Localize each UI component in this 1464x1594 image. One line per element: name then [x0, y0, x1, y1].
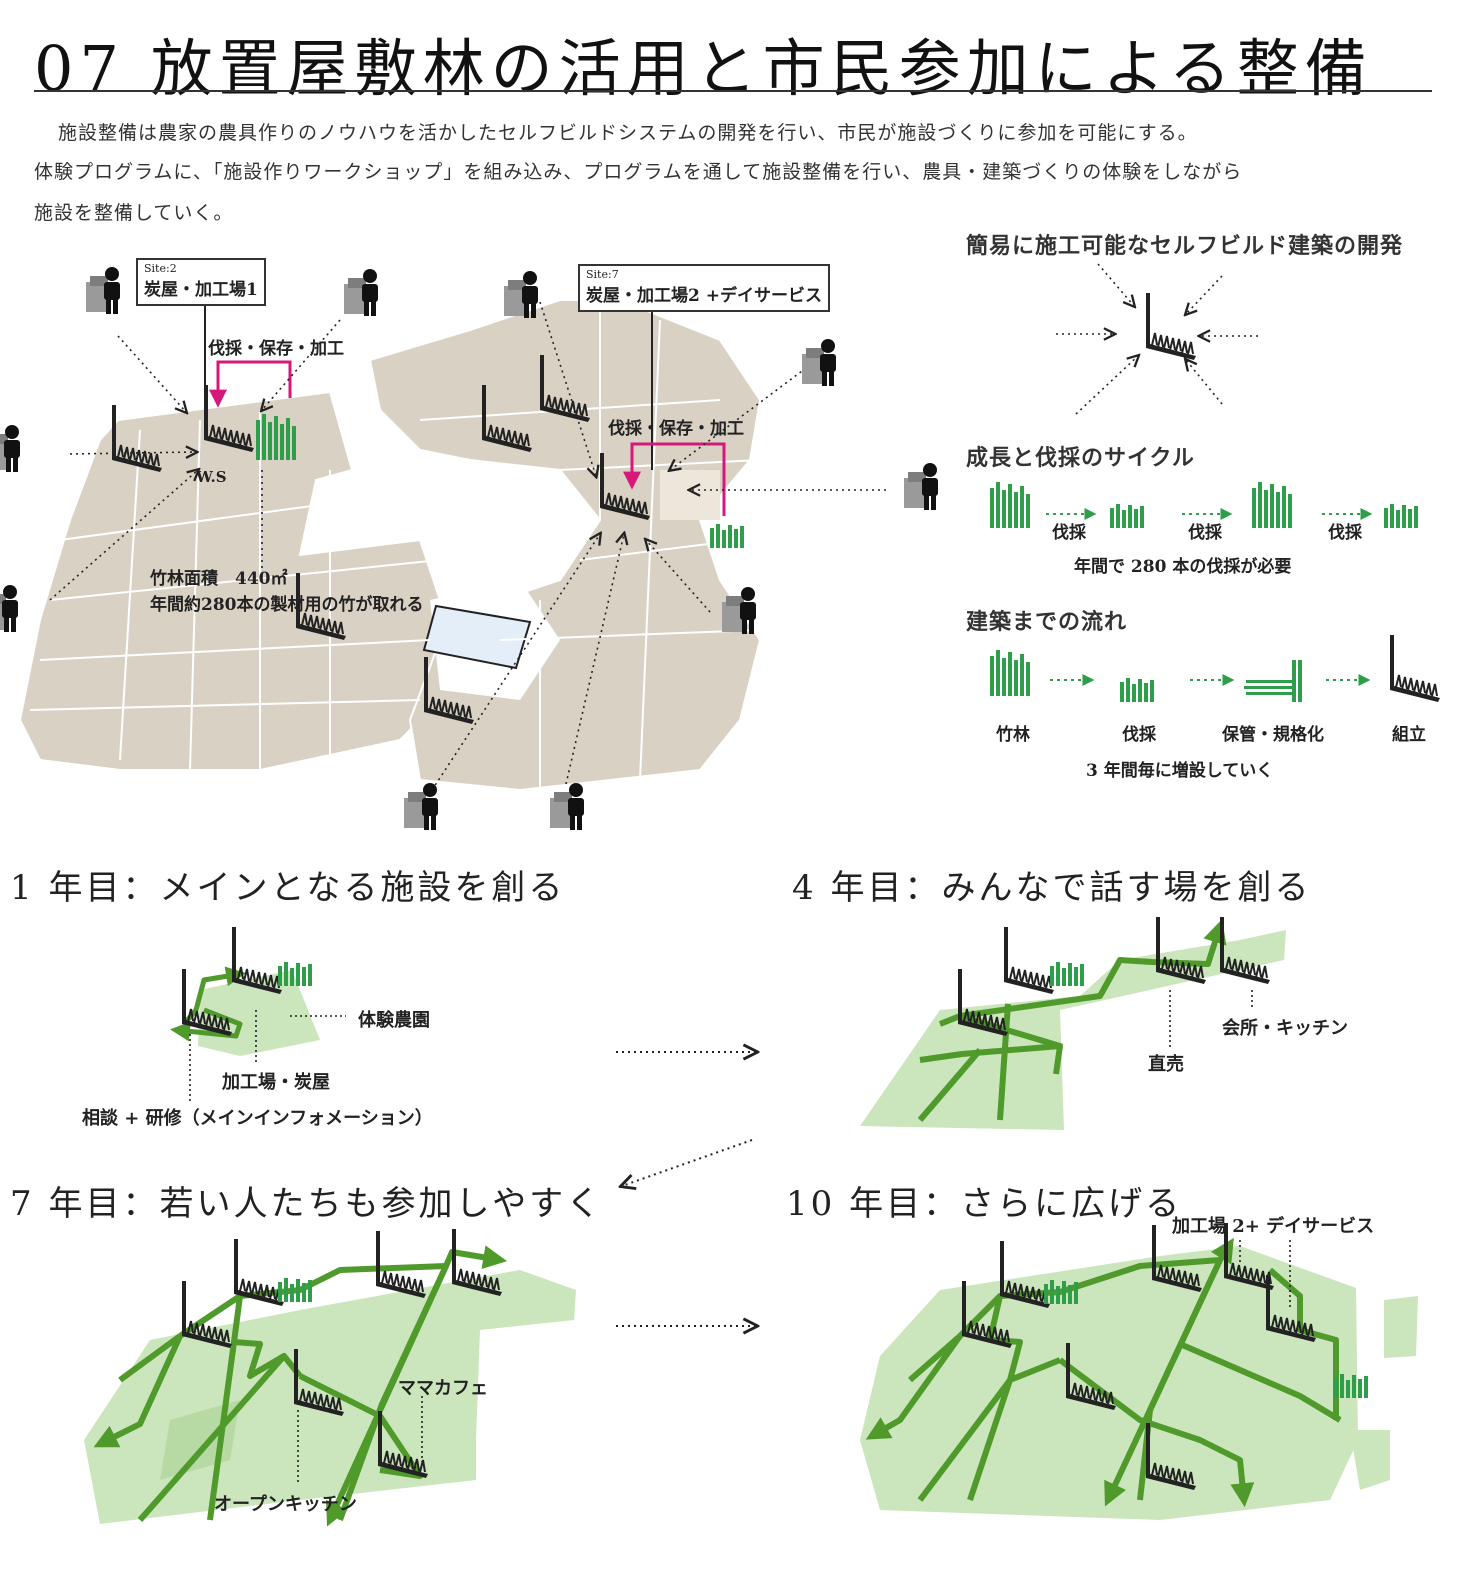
citizen-icon	[86, 267, 120, 314]
cycle-arrow-site2	[209, 360, 292, 408]
year4-bamboo	[1050, 962, 1084, 986]
intro-line-2: 体験プログラムに、「施設作りワークショップ」を組み込み、プログラムを通して施設整…	[34, 161, 1243, 183]
cycle-step-3: 伐採	[1328, 523, 1362, 543]
site7-box: Site:7 炭屋・加工場2 +デイサービス	[578, 264, 830, 312]
year10-label-dayservice: 加工場 2+ デイサービス	[1172, 1216, 1375, 1237]
year7-label-cafe: ママカフェ	[398, 1378, 488, 1399]
cycle-bamboo-cut	[1384, 504, 1418, 528]
site-map	[0, 267, 938, 830]
year7-diagram	[84, 1228, 576, 1527]
stage-arrows	[616, 1052, 756, 1326]
site2-box: Site:2 炭屋・加工場1	[136, 258, 266, 306]
cycle-note: 年間で 280 本の伐採が必要	[1074, 557, 1292, 577]
year1-label-farm: 体験農園	[358, 1010, 430, 1031]
year1-label-workshop: 加工場・炭屋	[222, 1072, 330, 1093]
stage-year4-title: 4 年目：みんなで話す場を創る	[792, 868, 1312, 908]
intro-line-3: 施設を整備していく。	[34, 202, 234, 224]
selfbuild-facility-icon	[1145, 292, 1197, 361]
year1-label-info: 相談 + 研修（メインインフォメーション）	[82, 1108, 433, 1129]
flow-assembled-facility	[1389, 634, 1441, 703]
citizen-icon	[0, 585, 18, 632]
citizen-icon	[550, 783, 584, 830]
citizen-icon	[344, 269, 378, 316]
site7-id: Site:7	[586, 268, 619, 281]
flow-step-2: 伐採	[1122, 725, 1156, 745]
year7-label-kitchen: オープンキッチン	[214, 1494, 357, 1515]
flow-bamboo-cut	[1120, 678, 1154, 702]
site7-plot	[660, 470, 720, 520]
selfbuild-heading: 簡易に施工可能なセルフビルド建築の開発	[966, 233, 1404, 259]
citizen-icon	[504, 271, 538, 318]
site2-name: 炭屋・加工場1	[144, 280, 258, 300]
cycle-bamboo-cut	[1110, 504, 1144, 528]
flow-step-4: 組立	[1392, 725, 1426, 745]
cycle-bamboo-full	[990, 482, 1030, 528]
year4-label-shop: 直売	[1148, 1054, 1184, 1075]
stage-year7-title: 7 年目：若い人たちも参加しやすく	[10, 1184, 604, 1224]
cycle-bamboo-full	[1252, 482, 1292, 528]
bamboo-grove-site7	[710, 524, 744, 548]
cycle-step-1: 伐採	[1052, 523, 1086, 543]
cycle-step-2: 伐採	[1188, 523, 1222, 543]
year10-diagram	[860, 1222, 1418, 1520]
flow-step-3: 保管・規格化	[1222, 725, 1324, 745]
citizen-icon	[0, 425, 20, 472]
map-pond	[422, 604, 532, 670]
bamboo-grove-site2	[256, 414, 296, 460]
flow-bamboo-grove	[990, 650, 1030, 696]
flow-heading: 建築までの流れ	[966, 609, 1128, 635]
intro-line-1: 施設整備は農家の農具作りのノウハウを活かしたセルフビルドシステムの開発を行い、市…	[58, 122, 1198, 144]
stage-year1-title: 1 年目：メインとなる施設を創る	[10, 868, 566, 908]
year4-label-kitchen: 会所・キッチン	[1222, 1018, 1348, 1039]
citizen-icon	[404, 783, 438, 830]
cycle-label-site7: 伐採・保存・加工	[608, 419, 744, 439]
site2-id: Site:2	[144, 262, 177, 275]
citizen-icon	[802, 339, 836, 386]
flow-stored-bamboo	[1244, 660, 1302, 702]
flow-note: 3 年間毎に増設していく	[1086, 761, 1274, 781]
cycle-heading: 成長と伐採のサイクル	[966, 445, 1195, 471]
workshop-label: W.S	[196, 468, 227, 486]
citizen-icon	[904, 463, 938, 510]
page-title: 07 放置屋敷林の活用と市民参加による整備	[34, 32, 1373, 105]
title-underline	[34, 90, 1432, 92]
year1-diagram	[170, 926, 346, 1102]
year4-facility	[1003, 926, 1055, 995]
bamboo-area-label: 竹林面積 440㎡	[150, 569, 288, 589]
stage-year10-title: 10 年目：さらに広げる	[786, 1184, 1183, 1224]
cycle-arrow-site7	[623, 442, 726, 516]
cycle-label-site2: 伐採・保存・加工	[208, 339, 344, 359]
flow-step-1: 竹林	[996, 725, 1030, 745]
year4-diagram	[860, 916, 1286, 1130]
right-panel-graphics	[990, 263, 1441, 703]
site7-name: 炭屋・加工場2 +デイサービス	[586, 286, 822, 306]
bamboo-yield-label: 年間約280本の製材用の竹が取れる	[150, 595, 424, 615]
